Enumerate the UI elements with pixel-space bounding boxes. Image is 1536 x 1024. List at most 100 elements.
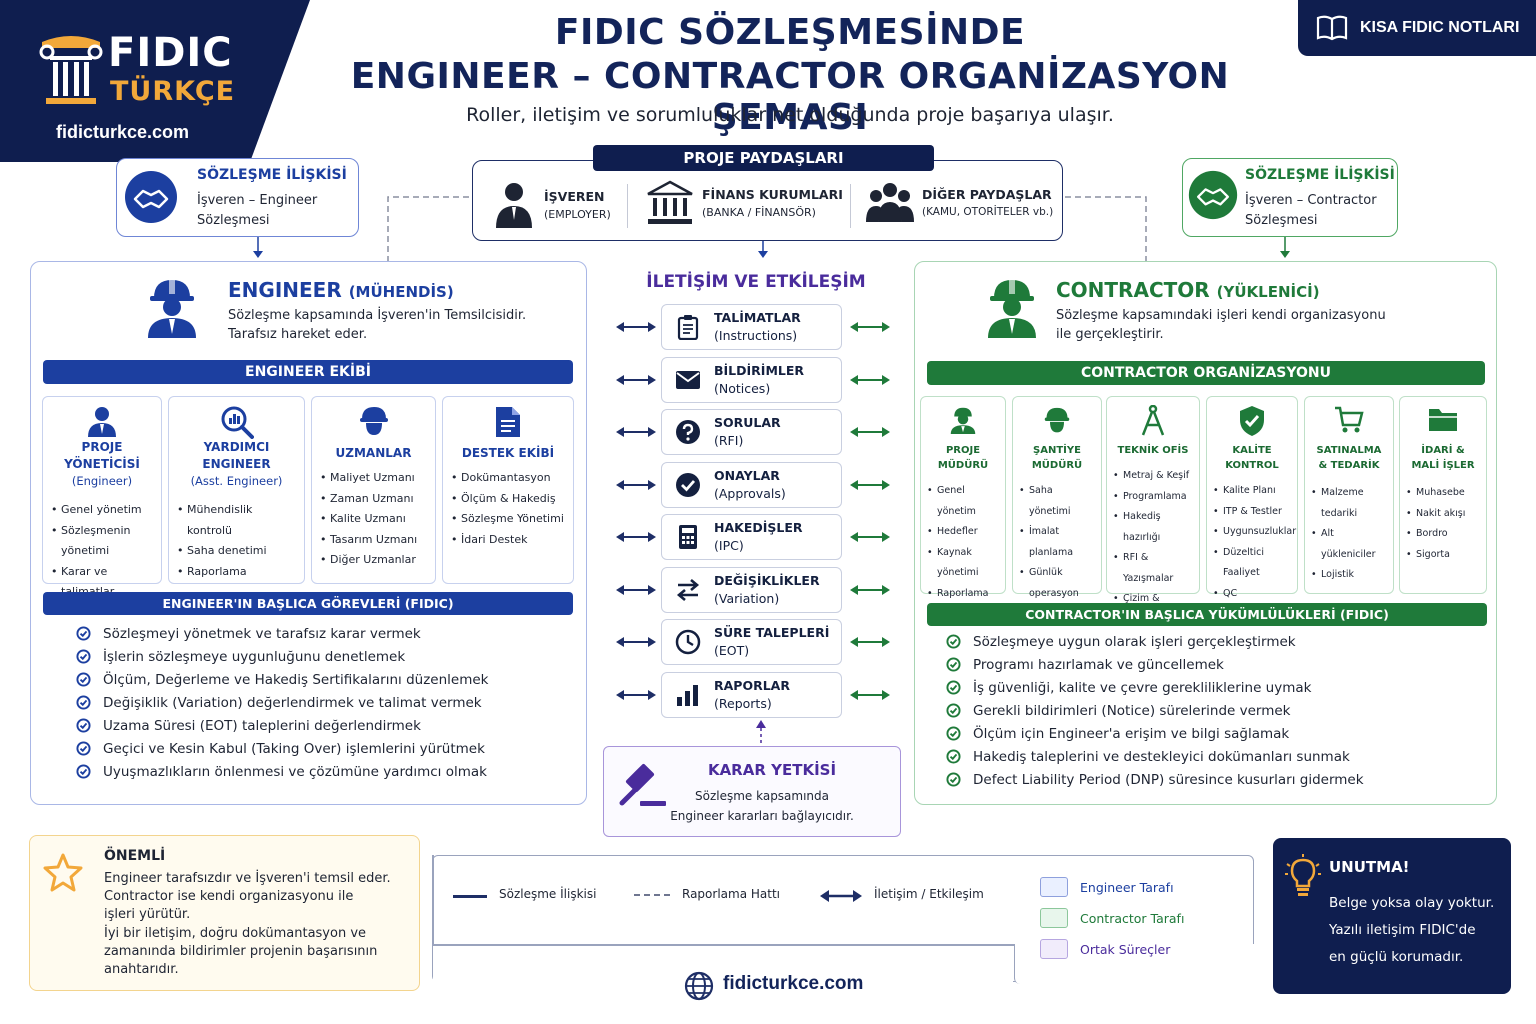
helmet-worker-icon [1044,407,1070,433]
duty-item: Sözleşmeye uygun olarak işleri gerçekleş… [946,630,1364,653]
list-item: Düzeltici Faaliyet [1213,543,1291,584]
arrow-right-double [850,637,890,647]
manager-icon [950,407,976,434]
card-sub: (Engineer) [71,474,133,488]
communication-item: BİLDİRİMLER(Notices) [661,356,842,403]
important-box: ÖNEMLİ Engineer tarafsızdır ve İşveren'i… [29,835,420,991]
duty-text: Sözleşmeyi yönetmek ve tarafsız karar ve… [103,625,421,642]
manager-icon [88,407,116,437]
arrow-right-double [850,532,890,542]
footer-site-link[interactable]: fidicturkce.com [723,973,864,994]
card-sub: (Asst. Engineer) [190,474,283,488]
list-item: Kalite Uzmanı [320,509,427,530]
divider [850,184,851,228]
left-contract-title: SÖZLEŞME İLİŞKİSİ [197,167,347,183]
duty-text: Ölçüm, Değerleme ve Hakediş Sertifikalar… [103,671,489,688]
list-item: Genel yönetim [927,481,999,522]
communication-item: DEĞİŞİKLİKLER(Variation) [661,566,842,613]
contractor-duties-list: Sözleşmeye uygun olarak işleri gerçekleş… [946,630,1364,791]
comm-label: SÜRE TALEPLERİ [714,625,830,640]
handshake-icon [125,171,177,223]
legend-dashed-line [634,894,674,896]
remember-box: UNUTMA! Belge yoksa olay yoktur. Yazılı … [1273,838,1511,994]
contractor-team-header: CONTRACTOR ORGANİZASYONU [927,361,1485,385]
divider [627,184,628,228]
check-icon [946,634,961,649]
contractor-card: PROJE MÜDÜRÜGenel yönetimHedeflerKaynak … [920,396,1006,604]
decision-title: KARAR YETKİSİ [707,761,837,779]
contractor-title: CONTRACTOR (YÜKLENİCİ) [1056,278,1320,302]
contractor-worker-icon [988,280,1036,338]
communication-title: İLETİŞİM VE ETKİLEŞİM [646,272,866,292]
card-list: Dokümantasyon Ölçüm & Hakediş Sözleşme Y… [443,468,573,550]
right-contract-title: SÖZLEŞME İLİŞKİSİ [1245,167,1395,183]
brand-site-link[interactable]: fidicturkce.com [56,122,190,142]
swap-icon [676,578,700,601]
list-item: Bordro [1406,524,1480,545]
card-title: PROJE MÜDÜRÜ [937,445,989,471]
arrow-right-double [850,479,890,490]
important-line: İyi bir iletişim, doğru dokümantasyon ve [104,925,367,941]
check-icon [76,718,91,733]
engineer-duties-header: ENGINEER'IN BAŞLICA GÖREVLERİ (FIDIC) [43,592,573,615]
remember-title: UNUTMA! [1329,858,1410,876]
contractor-card: İDARİ & MALİ İŞLERMuhasebeNakit akışıBor… [1399,396,1487,594]
notes-tab[interactable]: KISA FIDIC NOTLARI [1298,0,1536,56]
clock-icon [675,629,701,655]
check-icon [946,749,961,764]
legend-solid-label: Sözleşme İlişkisi [499,887,597,901]
stakeholder-finance: FİNANS KURUMLARI(BANKA / FİNANSÖR) [646,180,843,226]
arrow-right-double [850,427,890,437]
legend-common-swatch [1040,939,1068,959]
document-icon [496,407,520,437]
arrow-left-double [616,374,656,385]
check-icon [946,703,961,718]
list-item: Programlama [1113,487,1193,508]
legend-dashed-label: Raporlama Hattı [682,887,780,901]
calculator-icon [679,525,697,549]
important-line: işleri yürütür. [104,907,191,923]
duty-item: Ölçüm, Değerleme ve Hakediş Sertifikalar… [76,668,488,691]
right-contract-box: SÖZLEŞME İLİŞKİSİ İşveren – Contractor S… [1182,158,1398,237]
list-item: ITP & Testler [1213,502,1291,523]
arrow-right-double [850,322,890,332]
remember-line: Yazılı iletişim FIDIC'de [1329,922,1476,938]
stakeholder-employer: İŞVEREN(EMPLOYER) [492,180,611,230]
contractor-desc1: Sözleşme kapsamındaki işleri kendi organ… [1056,308,1386,323]
card-list: Maliyet Uzmanı Zaman Uzmanı Kalite Uzman… [312,468,435,571]
duty-text: Defect Liability Period (DNP) süresince … [973,771,1364,788]
duty-item: Geçici ve Kesin Kabul (Taking Over) işle… [76,737,488,760]
contractor-card: ŞANTİYE MÜDÜRÜSaha yönetimiİmalat planla… [1012,396,1102,624]
check-icon [946,772,961,787]
list-item: Günlük operasyon [1019,563,1095,604]
card-list: Malzeme tedarikiAlt yüklenicilerLojistik [1305,483,1393,586]
card-title: PROJE YÖNETİCİSİ [64,440,140,471]
list-item: Saha yönetimi [1019,481,1095,522]
duty-text: İşlerin sözleşmeye uygunluğunu denetleme… [103,648,406,665]
brand-sub: TÜRKÇE [110,76,236,107]
check-icon [76,672,91,687]
duty-item: İşlerin sözleşmeye uygunluğunu denetleme… [76,645,488,668]
contractor-card: TEKNİK OFİSMetraj & KeşifProgramlamaHake… [1106,396,1200,625]
decision-line1: Sözleşme kapsamında [694,789,830,803]
list-item: Kaynak yönetimi [927,543,999,584]
duty-item: Defect Liability Period (DNP) süresince … [946,768,1364,791]
card-list: Mühendislik kontrolü Saha denetimi Rapor… [169,500,304,582]
contractor-card: SATINALMA & TEDARİKMalzeme tedarikiAlt y… [1304,396,1394,594]
engineer-card-experts: UZMANLAR Maliyet Uzmanı Zaman Uzmanı Kal… [311,396,436,584]
handshake-icon [1188,170,1238,220]
list-item: Sözleşme Yönetimi [451,509,565,530]
comm-en: (EOT) [714,643,750,658]
engineer-duties-list: Sözleşmeyi yönetmek ve tarafsız karar ve… [76,622,488,783]
list-item: Maliyet Uzmanı [320,468,427,489]
legend-edge [432,855,434,945]
shield-check-icon [1240,406,1264,436]
arrow-left-double [616,322,656,332]
card-list: Kalite PlanıITP & TestlerUygunsuzluklarD… [1207,481,1297,604]
page-title-line2: ENGINEER – CONTRACTOR ORGANİZASYON ŞEMAS… [350,56,1230,138]
lightbulb-icon [1285,854,1321,896]
bank-icon [647,180,693,224]
list-item: Alt yükleniciler [1311,524,1387,565]
folder-icon [1429,409,1457,431]
left-contract-box: SÖZLEŞME İLİŞKİSİ İşveren – Engineer Söz… [116,158,359,237]
